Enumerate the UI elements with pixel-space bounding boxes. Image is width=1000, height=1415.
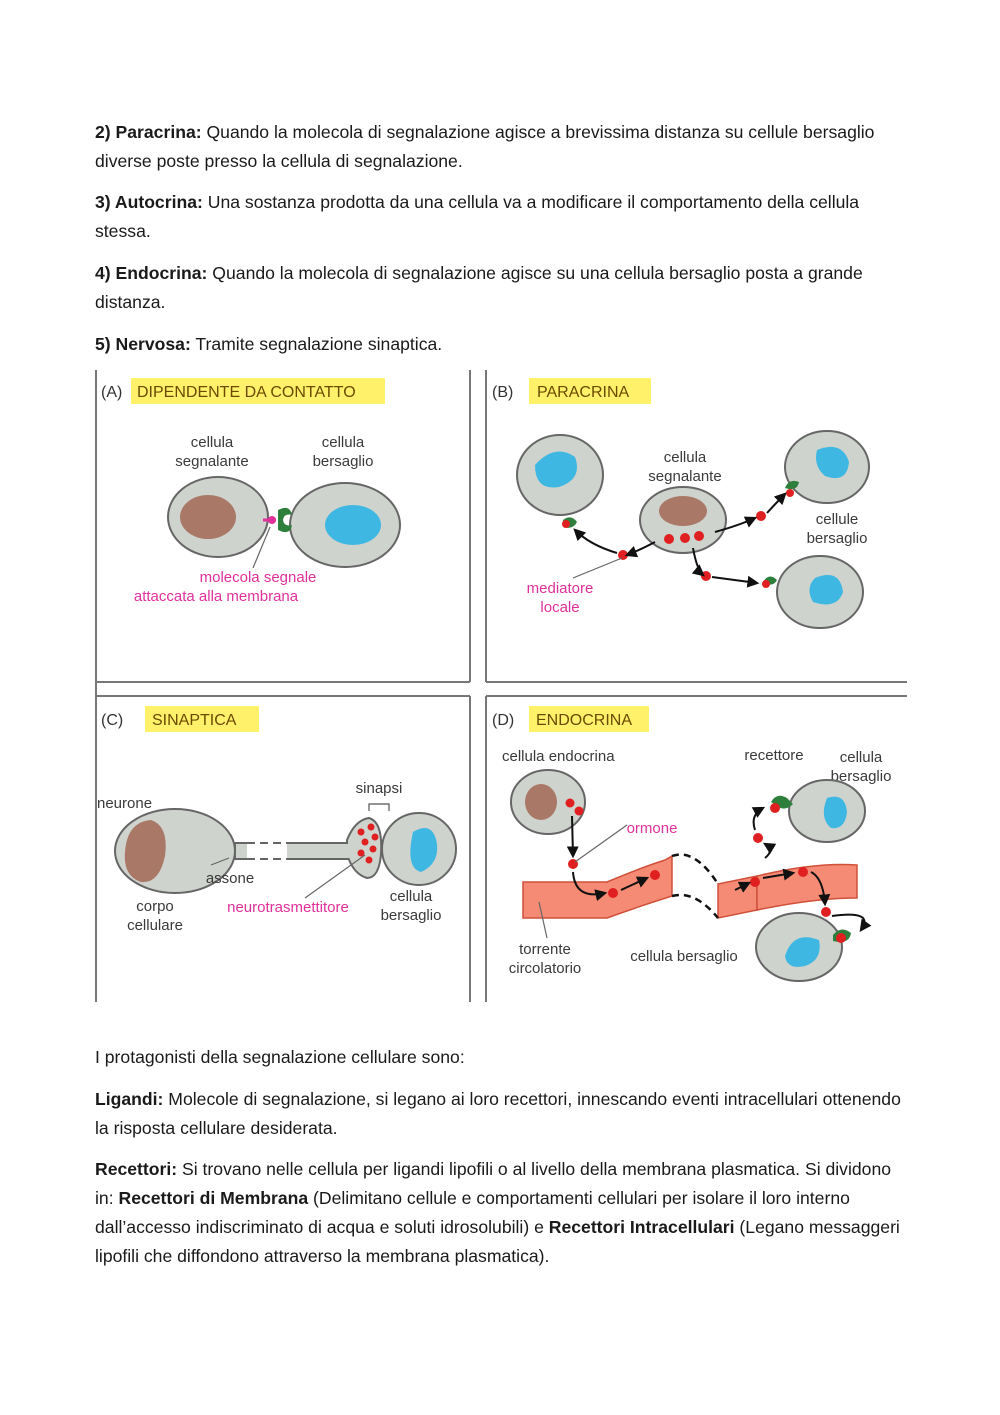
synaptic-terminal — [346, 816, 383, 880]
term-label: Ligandi: — [95, 1089, 164, 1109]
paragraph-nervosa: 5) Nervosa: Tramite segnalazione sinapti… — [95, 330, 910, 359]
nucleus — [823, 796, 847, 829]
label-mediator-1: mediatore — [527, 580, 594, 597]
nucleus — [180, 495, 236, 539]
bloodstream — [756, 863, 858, 911]
hormone-dot — [608, 888, 618, 898]
nucleus — [410, 828, 438, 872]
label-target-bottom: cellula bersaglio — [630, 948, 738, 965]
panel-borders — [95, 370, 907, 1002]
nucleus — [124, 820, 166, 883]
label-targets-1: cellule — [816, 511, 859, 528]
nucleus — [659, 496, 707, 526]
label-neurotransmitter: neurotrasmettitore — [227, 899, 349, 916]
panel-letter: (A) — [101, 384, 122, 401]
panel-title: ENDOCRINA — [536, 712, 632, 729]
term-text: (Delimitano cellule e comportamenti cell… — [95, 1188, 850, 1237]
term-bold: Recettori di Membrana — [118, 1188, 309, 1208]
receptor — [278, 507, 292, 533]
label-synapse: sinapsi — [356, 780, 403, 797]
signal-dot — [680, 533, 690, 543]
panel-a: (A) DIPENDENTE DA CONTATTO cellula segna… — [101, 378, 401, 605]
label-receptor: recettore — [744, 747, 803, 764]
title-highlight — [529, 706, 649, 732]
label-signal-cell-2: segnalante — [648, 468, 721, 485]
paragraph-endocrina: 4) Endocrina: Quando la molecola di segn… — [95, 259, 910, 317]
label-signal-cell-1: cellula — [191, 434, 234, 451]
nucleus — [809, 575, 843, 605]
term-label: 5) Nervosa: — [95, 334, 191, 354]
nucleus — [535, 451, 577, 488]
title-highlight — [529, 378, 651, 404]
label-signal-cell-2: segnalante — [175, 453, 248, 470]
label-body-2: cellulare — [127, 917, 183, 934]
hormone-dot — [750, 877, 760, 887]
term-label: 4) Endocrina: — [95, 263, 208, 283]
hormone-dot — [821, 907, 831, 917]
receptor — [785, 480, 799, 490]
term-label: 2) Paracrina: — [95, 122, 202, 142]
signal-dot — [694, 531, 704, 541]
label-target-2: bersaglio — [831, 768, 892, 785]
nucleus — [525, 784, 557, 820]
label-target-cell-2: bersaglio — [313, 453, 374, 470]
label-hormone: ormone — [627, 820, 678, 837]
paragraph-autocrina: 3) Autocrina: Una sostanza prodotta da u… — [95, 188, 910, 246]
signal-dot — [664, 534, 674, 544]
label-axon: assone — [206, 870, 254, 887]
title-highlight — [131, 378, 385, 404]
nucleus — [785, 937, 820, 967]
label-molecule-1: molecola segnale — [200, 569, 317, 586]
panel-letter: (D) — [492, 712, 514, 729]
label-bloodstream-2: circolatorio — [509, 960, 582, 977]
label-molecule-2: attaccata alla membrana — [134, 588, 299, 605]
panel-b: (B) PARACRINA cellula segnalante — [492, 378, 870, 629]
title-highlight — [145, 706, 259, 732]
label-mediator-2: locale — [540, 599, 579, 616]
label-endocrine-cell: cellula endocrina — [502, 748, 615, 765]
label-target-1: cellula — [390, 888, 433, 905]
term-text: Tramite segnalazione sinaptica. — [190, 334, 443, 354]
term-label: 3) Autocrina: — [95, 192, 203, 212]
label-neuron: neurone — [97, 795, 152, 812]
panel-c: (C) SINAPTICA neurone sinapsi assone cor… — [97, 706, 457, 934]
signal-dot — [756, 511, 766, 521]
panel-title: SINAPTICA — [152, 712, 237, 729]
panel-d: (D) ENDOCRINA cellula endocrina recettor… — [492, 706, 892, 982]
term-label: Recettori: — [95, 1159, 178, 1179]
term-text: Una sostanza prodotta da una cellula va … — [95, 192, 860, 241]
term-text: Si trovano nelle cellula per ligandi lip… — [95, 1159, 892, 1208]
label-targets-2: bersaglio — [807, 530, 868, 547]
intro-line: I protagonisti della segnalazione cellul… — [95, 1047, 465, 1067]
label-target-1: cellula — [840, 749, 883, 766]
hormone-dot — [650, 870, 660, 880]
panel-letter: (B) — [492, 384, 513, 401]
signal-dot — [701, 571, 711, 581]
label-signal-cell-1: cellula — [664, 449, 707, 466]
hormone-dot — [798, 867, 808, 877]
bloodstream — [522, 854, 673, 919]
term-text: Quando la molecola di segnalazione agisc… — [95, 263, 863, 312]
paragraph-paracrina: 2) Paracrina: Quando la molecola di segn… — [95, 118, 910, 176]
nucleus — [816, 446, 849, 479]
term-text: Molecole di segnalazione, si legano ai l… — [95, 1089, 901, 1138]
panel-letter: (C) — [101, 712, 123, 729]
panel-title: DIPENDENTE DA CONTATTO — [137, 384, 356, 401]
panel-title: PARACRINA — [537, 384, 629, 401]
term-bold: Recettori Intracellulari — [548, 1217, 735, 1237]
nucleus — [325, 505, 381, 545]
term-text: (Legano messaggeri lipofili che diffondo… — [95, 1217, 900, 1266]
label-bloodstream-1: torrente — [519, 941, 571, 958]
label-body-1: corpo — [136, 898, 174, 915]
label-target-cell-1: cellula — [322, 434, 365, 451]
paragraph-recettori: Recettori: Si trovano nelle cellula per … — [95, 1155, 910, 1271]
label-target-2: bersaglio — [381, 907, 442, 924]
paragraph-ligandi: Ligandi: Molecole di segnalazione, si le… — [95, 1085, 910, 1143]
hormone-dot — [753, 833, 763, 843]
signaling-figure: (A) DIPENDENTE DA CONTATTO cellula segna… — [95, 370, 907, 1002]
term-text: Quando la molecola di segnalazione agisc… — [95, 122, 875, 171]
